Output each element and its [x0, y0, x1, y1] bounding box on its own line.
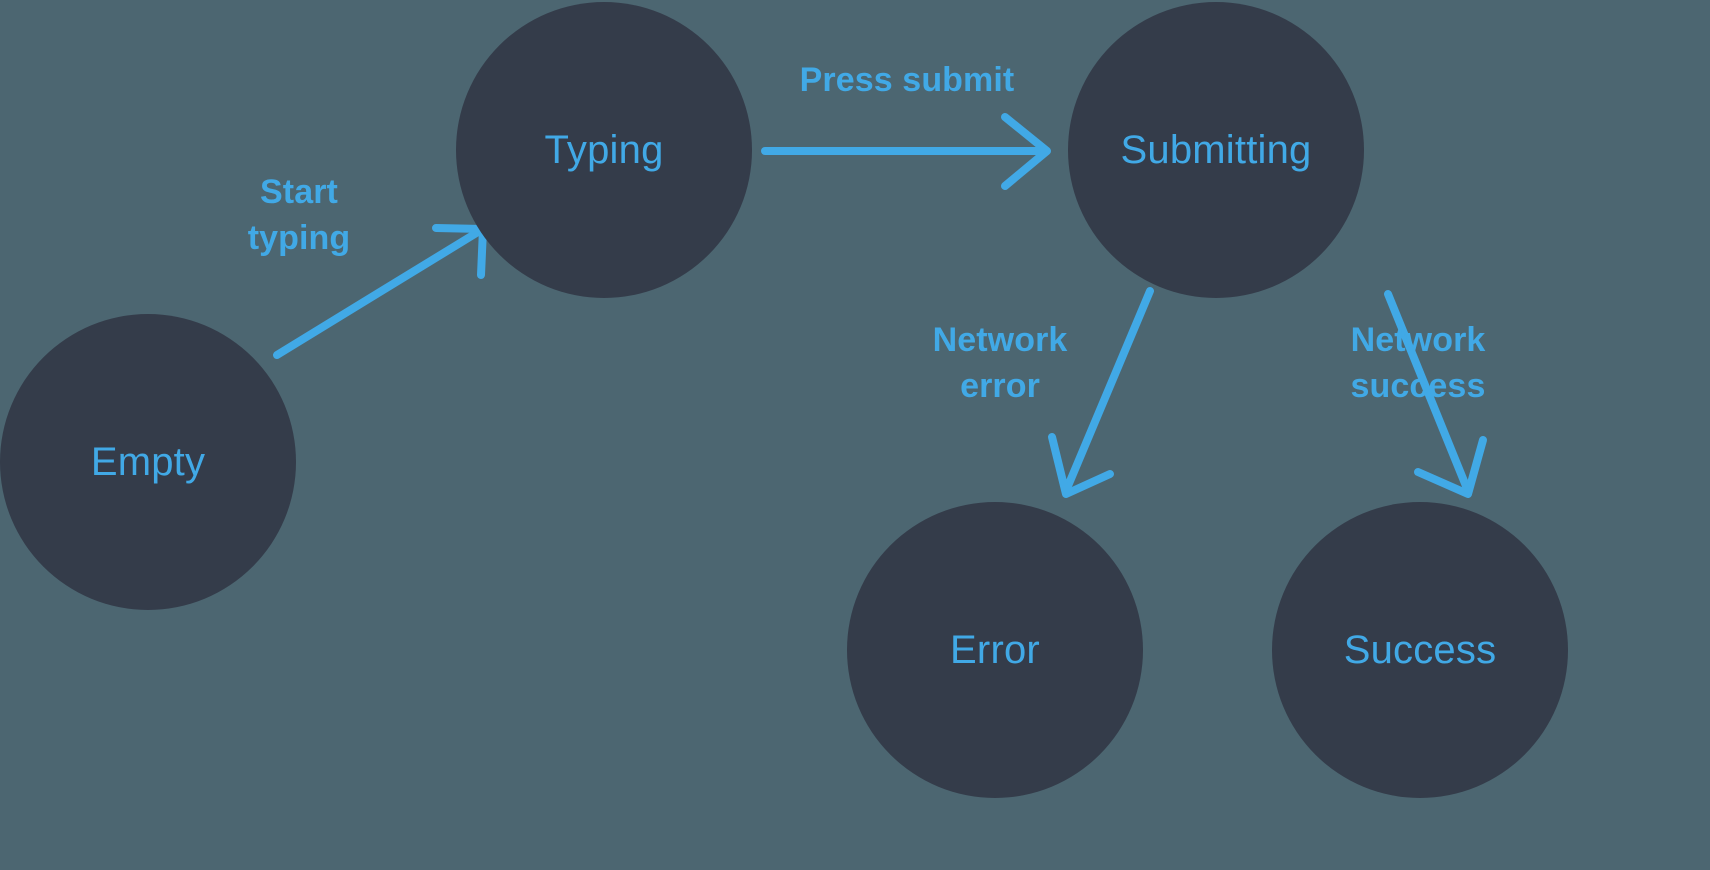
state-node-typing[interactable]: Typing — [456, 2, 752, 298]
state-label-success: Success — [1343, 627, 1497, 672]
state-label-empty: Empty — [90, 439, 206, 484]
state-node-submitting[interactable]: Submitting — [1068, 2, 1364, 298]
state-label-error: Error — [950, 627, 1040, 672]
edge-press-submit — [761, 113, 1051, 190]
transition-label-network-error: Network error — [932, 321, 1068, 405]
state-label-submitting: Submitting — [1120, 127, 1312, 172]
state-label-typing: Typing — [544, 127, 664, 172]
transition-label-network-success: Network success — [1350, 321, 1486, 405]
state-node-error[interactable]: Error — [847, 502, 1143, 798]
transition-label-press-submit: Press submit — [799, 61, 1015, 99]
state-node-success[interactable]: Success — [1272, 502, 1568, 798]
state-node-empty[interactable]: Empty — [0, 314, 296, 610]
transition-label-start-typing: Start typing — [247, 173, 351, 257]
